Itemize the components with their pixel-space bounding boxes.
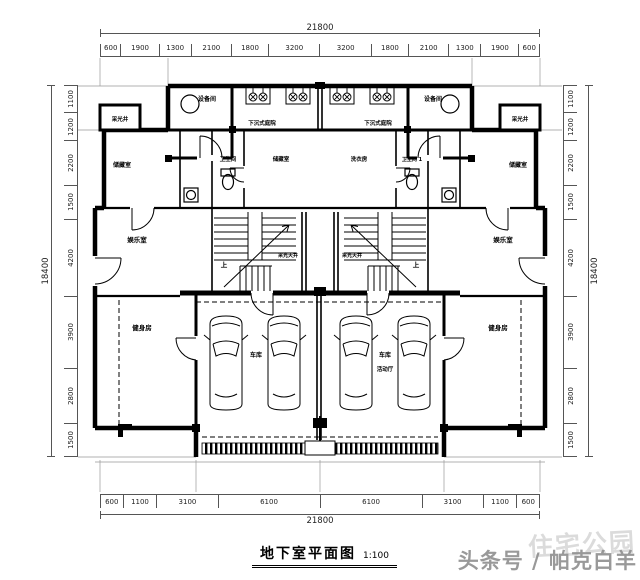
door-swings	[94, 135, 546, 361]
stair-up-label-right: 上	[413, 260, 420, 269]
dashed-lines	[118, 300, 522, 438]
dim-segment: 1800	[230, 44, 268, 56]
dim-segment: 3200	[268, 44, 319, 56]
interior-walls	[95, 85, 545, 440]
stair-up-label-left: 上	[221, 260, 228, 269]
dim-segment: 2800	[564, 368, 577, 423]
room-label-lightwell-left: 采光井	[111, 115, 129, 123]
room-label-equip-left: 设备间	[198, 95, 216, 103]
room-label-storage-right: 储藏室	[508, 161, 527, 169]
dim-segment: 1500	[564, 185, 577, 218]
dim-top-total-value: 21800	[306, 23, 334, 33]
dim-segment: 2200	[64, 140, 77, 185]
dim-top-total: 21800	[100, 22, 540, 37]
dim-segment: 1100	[64, 85, 77, 112]
room-label-bath-right: 卫生间 1	[402, 156, 423, 163]
dim-segment: 1800	[370, 44, 408, 56]
stair-right	[344, 212, 426, 291]
room-label-rec-left: 娱乐室	[127, 235, 147, 244]
cars	[203, 315, 437, 411]
dim-left-segments: 1100 1200 2200 1500 4200 3900 2800 1500	[64, 85, 78, 457]
room-label-gym-right: 健身房	[488, 323, 508, 332]
dim-segment: 3900	[564, 295, 577, 368]
dim-segment: 6100	[217, 495, 320, 508]
washer-left	[183, 187, 199, 203]
dim-segment: 4200	[64, 218, 77, 296]
dim-top-segments: 600 1900 1300 2100 1800 3200 3200 1800 2…	[100, 44, 540, 57]
dim-segment: 2100	[190, 44, 231, 56]
outer-walls	[92, 83, 548, 457]
car-1	[203, 315, 249, 411]
drawing-scale: 1:100	[363, 551, 389, 561]
room-label-garage-right: 车库	[379, 351, 391, 359]
car-2	[261, 315, 307, 411]
dim-segment: 1300	[158, 44, 191, 56]
dim-segment: 1900	[120, 44, 158, 56]
dim-segment: 600	[516, 495, 541, 508]
dim-segment: 3100	[156, 495, 217, 508]
dim-segment: 1100	[564, 85, 577, 112]
dim-bottom-total: 21800	[100, 511, 540, 526]
car-3	[333, 315, 379, 411]
room-label-courtyard-right: 下沉式庭院	[364, 119, 392, 127]
leader-lines	[78, 58, 562, 492]
toilet-right	[405, 173, 419, 191]
dim-right-segments: 1100 1200 2200 1500 4200 3900 2800 1500	[563, 85, 577, 457]
drawing-title: 地下室平面图 1:100	[252, 543, 397, 568]
dim-segment: 1300	[448, 44, 480, 56]
drawing-title-text: 地下室平面图	[260, 546, 356, 562]
dim-segment: 1900	[480, 44, 518, 56]
sump-pit-right	[440, 94, 460, 114]
room-label-storage-left: 储藏室	[112, 161, 131, 169]
dim-bottom-segments: 600 1100 3100 6100 6100 3100 1100 600	[100, 494, 541, 508]
dim-segment: 1500	[564, 422, 577, 457]
dim-segment: 6100	[319, 495, 422, 508]
room-label-hall-right: 活动厅	[377, 365, 394, 373]
dim-left-total: 18400	[39, 85, 55, 457]
room-label-laundry-right: 洗衣房	[351, 155, 368, 163]
dim-segment: 600	[518, 44, 540, 56]
room-label-gym-left: 健身房	[132, 323, 152, 332]
watermark-channel-text: 头条号 / 帕克白羊	[457, 549, 637, 573]
car-4	[391, 315, 437, 411]
dim-bottom-total-value: 21800	[306, 516, 334, 526]
dim-left-total-value: 18400	[40, 255, 51, 287]
room-label-storage-inner-left: 储藏室	[272, 155, 290, 163]
toilet-left	[221, 173, 235, 191]
dim-right-total-value: 18400	[589, 255, 600, 287]
stair-left	[214, 212, 296, 291]
dim-segment: 1200	[564, 111, 577, 141]
dim-right-total: 18400	[585, 85, 601, 457]
dim-segment: 1100	[482, 495, 517, 508]
sump-pit-left	[180, 94, 200, 114]
dim-segment: 1100	[122, 495, 157, 508]
dim-segment: 2100	[408, 44, 448, 56]
room-label-equip-right: 设备间	[424, 95, 442, 103]
room-label-garage-left: 车库	[250, 351, 262, 359]
room-labels: 设备间 设备间 下沉式庭院 下沉式庭院 采光井 采光井 储藏室 储藏室 卫生间 …	[111, 95, 529, 373]
dim-segment: 1500	[64, 185, 77, 218]
columns	[118, 82, 522, 437]
dim-segment: 1200	[64, 111, 77, 141]
room-label-shaft-left: 采光天井	[277, 252, 298, 259]
dim-segment: 3200	[319, 44, 370, 56]
dim-segment: 3100	[421, 495, 483, 508]
room-label-bath-left: 卫生间	[220, 155, 237, 163]
dim-segment: 600	[100, 495, 123, 508]
room-label-courtyard-left: 下沉式庭院	[248, 119, 276, 127]
door-openings	[92, 155, 548, 360]
dim-segment: 2200	[564, 140, 577, 185]
dim-segment: 1500	[64, 422, 77, 457]
dim-segment: 600	[100, 44, 120, 56]
fixtures	[180, 94, 460, 203]
dim-segment: 4200	[564, 218, 577, 296]
dim-segment: 3900	[64, 295, 77, 368]
washer-right	[441, 187, 457, 203]
room-label-lightwell-right: 采光井	[511, 115, 529, 123]
room-label-rec-right: 娱乐室	[493, 235, 513, 244]
dim-segment: 2800	[64, 368, 77, 423]
room-label-shaft-right: 采光天井	[341, 252, 362, 259]
